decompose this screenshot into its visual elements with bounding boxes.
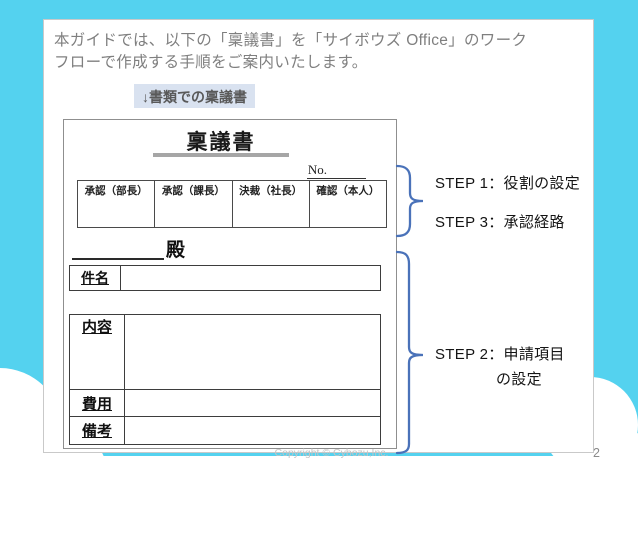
step2-line1: STEP 2：申請項目	[435, 346, 565, 363]
paper-ringisho-chip: ↓書類での稟議書	[134, 84, 255, 108]
approval-header-kacho: 承認（課長）	[154, 180, 233, 228]
content-row: 内容	[69, 314, 381, 390]
approval-header-shacho: 決裁（社長）	[231, 180, 310, 228]
subject-table-row: 件名	[69, 265, 381, 291]
step2-label: STEP 2：申請項目 の設定	[435, 342, 565, 392]
form-no-field: No.	[306, 162, 366, 179]
form-title-underline	[153, 153, 289, 157]
addressee-underline	[72, 240, 164, 260]
page-number: 2	[593, 446, 600, 460]
subject-value-cell	[120, 265, 381, 291]
remarks-value-cell	[124, 416, 381, 445]
guide-description-text: 本ガイドでは、以下の「稟議書」を「サイボウズ Office」のワーク フローで作…	[54, 30, 592, 74]
page-background: 本ガイドでは、以下の「稟議書」を「サイボウズ Office」のワーク フローで作…	[0, 0, 638, 479]
no-label: No.	[307, 162, 327, 177]
addressee-label: 殿	[166, 240, 186, 261]
detail-table: 内容 費用 備考	[69, 314, 381, 445]
cost-row: 費用	[69, 389, 381, 417]
form-title: 稟議書	[186, 130, 256, 154]
guide-description-line1: 本ガイドでは、以下の「稟議書」を「サイボウズ Office」のワーク	[54, 32, 528, 49]
cost-label: 費用	[69, 389, 125, 417]
slide-content-area: 本ガイドでは、以下の「稟議書」を「サイボウズ Office」のワーク フローで作…	[43, 19, 600, 460]
step3-label: STEP 3：承認経路	[435, 214, 565, 231]
subject-row: 件名	[69, 265, 381, 291]
addressee-line: 殿	[72, 236, 185, 260]
step2-line2: の設定	[496, 371, 542, 388]
remarks-row: 備考	[69, 416, 381, 445]
subject-label: 件名	[69, 265, 121, 291]
brace-step2	[395, 250, 424, 455]
content-label: 内容	[69, 314, 125, 390]
approval-stamp-table: 承認（部長） 承認（課長） 決裁（社長） 確認（本人）	[76, 180, 388, 228]
guide-description-line2: フローで作成する手順をご案内いたします。	[54, 54, 368, 71]
approval-header-row: 承認（部長） 承認（課長） 決裁（社長） 確認（本人）	[76, 180, 388, 228]
remarks-label: 備考	[69, 416, 125, 445]
brace-path	[395, 250, 424, 455]
cost-value-cell	[124, 389, 381, 417]
step1-label: STEP 1：役割の設定	[435, 175, 581, 192]
ringisho-form-preview: 稟議書 No. 承認（部長） 承認（課長） 決裁（社長） 確認（本人） 殿	[63, 119, 397, 449]
copyright-text: Copyright © Cybozu,Inc.	[274, 447, 389, 459]
brace-path	[395, 164, 424, 238]
approval-header-bucho: 承認（部長）	[76, 180, 156, 228]
brace-step1-3	[395, 164, 424, 238]
approval-header-honnin: 確認（本人）	[308, 180, 388, 228]
cloud-band-bottom	[0, 456, 638, 479]
content-value-cell	[124, 314, 381, 390]
